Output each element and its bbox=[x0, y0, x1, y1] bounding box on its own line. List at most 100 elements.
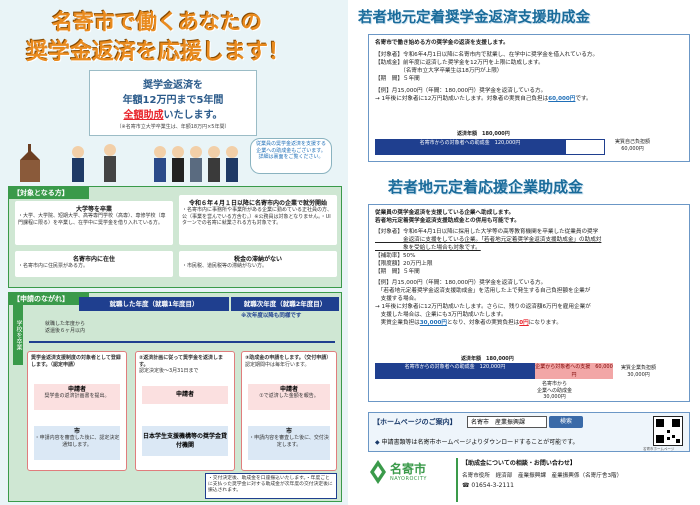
grant2-intro1: 従業員の奨学金返済を支援している企業へ助成します。 bbox=[375, 210, 515, 216]
right-panel: 若者地元定着奨学金返済支援助成金 名寄市で働き始める方の奨学金の返済を支援します… bbox=[352, 0, 700, 505]
card-title: 名寄市内に在住 bbox=[72, 256, 115, 263]
card-text: ・名寄市内に住民票がある方。 bbox=[18, 263, 89, 269]
logo-sub: NAYOROCITY bbox=[390, 476, 427, 482]
homepage-section: 【ホームページのご案内】 名寄市 産業振興課 検索 ◆ 申請書類等は名寄市ホーム… bbox=[368, 412, 690, 452]
qr-code-icon bbox=[653, 416, 683, 446]
flow-header: 【申請のながれ】 bbox=[9, 293, 89, 305]
grant2-ex6a: 実質企業負担は bbox=[375, 320, 420, 326]
right-title1: 若者地元定着奨学金返済支援助成金 bbox=[358, 10, 590, 26]
flow-footnote: ・交付決定後、助成金を口座振込いたします。・年度ごとに支払った奨学金に対する助成… bbox=[208, 476, 333, 493]
step2-title: ②返済計画に従って奨学金を返済します。 bbox=[139, 355, 223, 368]
step3-box: ③助成金の申請をします。（交付申請） 認定期間中は毎年行います。 申請者 ①で返… bbox=[241, 351, 337, 471]
support-rest: いたします。 bbox=[163, 110, 223, 121]
targets-section: 【対象となる方】 大学等を卒業 ・大学、大学院、短期大学、高等専門学校（高専）、… bbox=[8, 186, 342, 288]
flow-section: 【申請のながれ】 学校を卒業 就職した年度（就職1年度目） 就職次年度（就職2年… bbox=[8, 292, 342, 502]
grant2-intro2: 若者地元定着奨学金返済支援助成金との併用も可能です。 bbox=[375, 218, 520, 224]
grant2-ex6d: 0円 bbox=[519, 320, 529, 326]
step3-applicant: 申請者 bbox=[279, 386, 298, 393]
support-line1: 奨学金返済を bbox=[143, 80, 203, 91]
step1-applicant: 申請者 bbox=[67, 386, 86, 393]
contact-title: 【助成金についての相談・お問い合わせ】 bbox=[462, 460, 576, 467]
grant1-self-block: 実質自己負担額 60,000円 bbox=[615, 139, 650, 152]
flow-year2: 就職次年度（就職2年度目） bbox=[231, 297, 339, 311]
card-text: ・大学、大学院、短期大学、高等専門学校（高専）、専修学校（専門課程に限る）を卒業… bbox=[18, 213, 166, 226]
grant1-ex2a: → 1年後に対象者に12万円助成いたします。対象者の実質自己負担は bbox=[375, 96, 549, 102]
grant1-intro: 名寄市で働き始める方の奨学金の返済を支援します。 bbox=[375, 40, 509, 46]
step2-org: 日本学生支援機構等の奨学金貸付機関 bbox=[142, 426, 228, 456]
grant2-line1: 【対象者】令和6年4月1日以降に採用した大学等の高等教育機関を卒業した従業員の奨… bbox=[375, 229, 599, 235]
step1-sub: 奨学金返済支援制度の対象者として登録します。（認定申請） bbox=[31, 355, 121, 368]
step1-city-box: 市 ・申請内容を審査した後に、認定決定通知します。 bbox=[34, 426, 120, 460]
step3-city: 市 bbox=[285, 428, 292, 435]
card-title: 大学等を卒業 bbox=[75, 206, 112, 213]
card-title: 令和６年４月１日以降に名寄市内の企業で就労開始 bbox=[188, 200, 327, 207]
grant1-box: 名寄市で働き始める方の奨学金の返済を支援します。 【対象者】令和6年4月1日以降… bbox=[368, 34, 690, 162]
flow-year2-note: ※次年度以降も同様です bbox=[241, 313, 302, 319]
targets-header: 【対象となる方】 bbox=[9, 187, 89, 199]
card-text: ・名寄市内に事務所や事業所がある企業に勤めている正社員の方、公（事業を営んでいる… bbox=[182, 207, 333, 226]
grant2-ex3: 支援する場合。 bbox=[375, 296, 420, 302]
employer-note-bubble: 従業員の奨学金返済を支援する企業への助成金もございます。詳細は裏面をご覧ください… bbox=[250, 138, 332, 174]
grant2-ex6c: となり、対象者の実質負担は bbox=[446, 320, 520, 326]
homepage-search-text[interactable]: 名寄市 産業振興課 bbox=[467, 416, 547, 428]
grant2-bar-city: 名寄市からの対象者への助成金 120,000円 bbox=[375, 363, 535, 379]
logo-mark-icon bbox=[368, 458, 388, 486]
timeline-line bbox=[29, 341, 335, 343]
grant2-line6: 【期 間】５年間 bbox=[375, 269, 420, 275]
step1-action: 奨学金の返済計画書を提出。 bbox=[44, 393, 110, 399]
contact-phone-row: ☎ 01654-3-2111 bbox=[462, 482, 692, 489]
grant1-bar-total: 返済年額 180,000円 bbox=[457, 131, 510, 137]
step1-city-text: ・申請内容を審査した後に、認定決定通知します。 bbox=[34, 435, 120, 448]
support-em: 全額助成 bbox=[123, 110, 164, 121]
grant2-line3: 象を受給した場合も対象です。 bbox=[375, 245, 481, 251]
grant2-bar-total: 返済年額 180,000円 bbox=[461, 356, 514, 362]
left-panel: 名寄市で働くあなたの 奨学金返済を応援します！ 奨学金返済を 年額12万円まで5… bbox=[0, 0, 348, 505]
grant1-ex2b: 60,000円 bbox=[548, 96, 576, 102]
card-title: 税金の滞納がない bbox=[233, 256, 282, 263]
grant2-ex2: 「若者地元定着奨学金返済支援助成金」を活用した上で発生する自己負担額を企業が bbox=[375, 288, 591, 294]
grant2-corp-val: 30,000円 bbox=[543, 394, 566, 400]
grant2-real-val: 30,000円 bbox=[627, 371, 650, 378]
step2-box: ②返済計画に従って奨学金を返済します。 認定決定後〜3月31日まで 申請者 日本… bbox=[135, 351, 235, 471]
flow-side-label: 学校を卒業 bbox=[13, 305, 23, 365]
grant1-line1: 【対象者】令和6年4月1日以降に名寄市内で就業し、在学中に奨学金を借入れている方… bbox=[375, 52, 599, 58]
target-card-graduate: 大学等を卒業 ・大学、大学院、短期大学、高等専門学校（高専）、専修学校（専門課程… bbox=[15, 201, 173, 245]
grant1-bar-city: 名寄市からの対象者への助成金 120,000円 bbox=[375, 139, 565, 155]
contact-phone: 01654-3-2111 bbox=[471, 482, 514, 489]
grant2-real-block: 実質企業負担額 30,000円 bbox=[621, 365, 656, 378]
grant2-line2: 金返済に支援をしている企業。「若者地元定着奨学金返済支援助成金」の助成対 bbox=[375, 237, 602, 243]
step2-sub: 認定決定後〜3月31日まで bbox=[139, 368, 199, 374]
grant1-line2: 【助成金】前年度に返済した奨学金を12万円を上限に助成します。 bbox=[375, 60, 544, 66]
grant1-self-val: 60,000円 bbox=[621, 145, 644, 152]
support-line2: 年額12万円まで5年間 bbox=[122, 95, 224, 106]
right-title2: 若者地元定着応援企業助成金 bbox=[388, 178, 584, 196]
step3-city-box: 市 ・申請内容を審査した後に、交付決定します。 bbox=[248, 426, 330, 460]
step1-city: 市 bbox=[73, 428, 80, 435]
contact-line1: 名寄市役所 経済部 産業振興課 産業振興係（名寄庁舎3階） bbox=[462, 473, 623, 479]
grant2-real-label: 実質企業負担額 bbox=[621, 365, 657, 371]
grant1-ex1: 【例】月15,000円（年間：180,000円）奨学金を返済している方。 bbox=[375, 88, 547, 94]
homepage-search-button[interactable]: 検索 bbox=[549, 416, 583, 428]
step3-action: ①で返済した金額を報告。 bbox=[259, 393, 319, 399]
target-card-resident: 名寄市内に在住 ・名寄市内に住民票がある方。 bbox=[15, 251, 173, 277]
homepage-label: 【ホームページのご案内】 bbox=[373, 418, 457, 426]
homepage-note: 申請書類等は名寄市ホームページよりダウンロードすることが可能です。 bbox=[381, 439, 579, 446]
grant2-corp-label2: 企業への助成金 bbox=[537, 387, 573, 394]
grant2-ex1: 【例】月15,000円（年間：180,000円）奨学金を返済している方。 bbox=[375, 280, 547, 286]
step1-box: 奨学金返済支援制度の対象者として登録します。（認定申請） 申請者 奨学金の返済計… bbox=[27, 351, 127, 471]
step3-title: ③助成金の申請をします。（交付申請） bbox=[245, 355, 332, 361]
grant2-ex4: → 1年後に対象者に12万円助成いたします。さらに、残りの返済額6万円を雇用企業… bbox=[375, 304, 591, 310]
logo-text: 名寄市 bbox=[390, 462, 427, 476]
grant2-ex5: 支援した場合は、企業にも3万円助成いたします。 bbox=[375, 312, 507, 318]
grant1-bar-self-empty bbox=[565, 139, 605, 155]
grant2-line5: 【限度額】20万円上限 bbox=[375, 261, 433, 267]
grant2-ex6e: になります。 bbox=[528, 320, 562, 326]
grant2-corp-label1: 名寄市から bbox=[542, 381, 568, 387]
support-box: 奨学金返済を 年額12万円まで5年間 全額助成いたします。 （※名寄市立大学卒業… bbox=[89, 70, 257, 136]
grant2-corp-block: 名寄市から 企業への助成金 30,000円 bbox=[537, 381, 572, 401]
step3-sub: 認定期間中は毎年行います。 bbox=[245, 361, 310, 368]
target-card-tax: 税金の滞納がない ・市民税、道民税等の滞納がない方。 bbox=[179, 251, 337, 277]
support-note: （※名寄市立大学卒業生は、年額18万円×5年間） bbox=[116, 124, 230, 130]
city-logo: 名寄市 NAYOROCITY bbox=[368, 456, 448, 502]
borrow-note1: 就職した年度から bbox=[45, 321, 86, 327]
